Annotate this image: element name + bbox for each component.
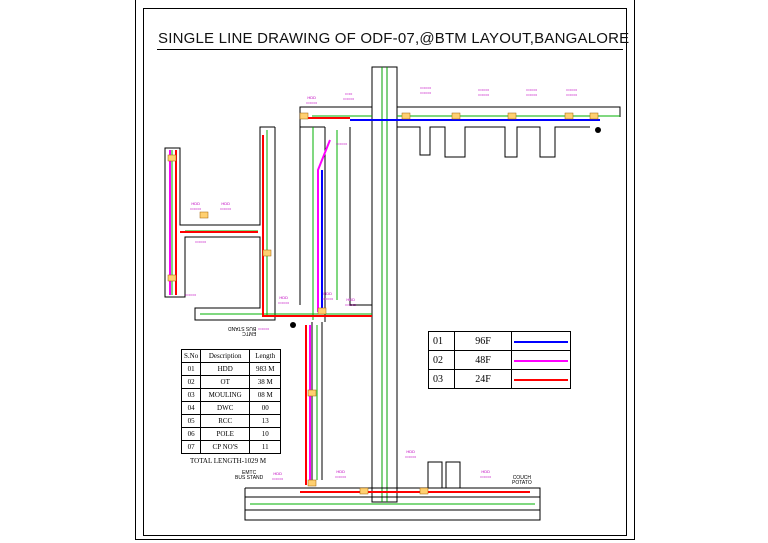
route-tag: HDD▭▭▭: [190, 201, 202, 211]
route-tag: ▭▭▭▭▭▭: [526, 87, 538, 97]
fiber-routes: [169, 117, 600, 493]
legend-capacity: 24F: [454, 369, 512, 389]
cell-length: 10: [249, 427, 282, 441]
legend-row: 03 24F: [428, 369, 571, 389]
cell-sno: 03: [180, 388, 202, 402]
cell-length: 13: [249, 414, 282, 428]
cable-legend: 01 96F 02 48F 03 24F: [428, 331, 571, 389]
legend-swatch: [511, 350, 571, 370]
route-tag: ▭▭▭▭▭: [343, 91, 355, 101]
cell-description: DWC: [200, 401, 251, 415]
cell-description: RCC: [200, 414, 251, 428]
cell-length: 11: [249, 440, 282, 454]
route-tag: HDD▭▭▭: [405, 449, 417, 459]
cell-length: 00: [249, 401, 282, 415]
road-outlines: [164, 66, 621, 521]
route-24f-loop: [262, 135, 372, 317]
route-tag: HDD▭▭▭: [480, 469, 492, 479]
legend-row: 02 48F: [428, 350, 571, 370]
route-tag: HDD▭▭▭: [322, 291, 334, 301]
route-tag: ▭▭▭: [336, 141, 348, 146]
cell-description: CP NO'S: [200, 440, 251, 454]
cell-sno: 04: [180, 401, 202, 415]
cell-description: OT: [200, 375, 251, 389]
exchange-symbols: [290, 127, 601, 328]
route-tag: ▭▭▭: [185, 292, 197, 297]
legend-capacity: 96F: [454, 331, 512, 351]
route-tag: HDD▭▭▭: [220, 201, 232, 211]
route-tag: HDD▭▭▭: [335, 469, 347, 479]
cell-length: 08 M: [249, 388, 282, 402]
route-tag: HDD▭▭▭: [272, 471, 284, 481]
cell-length: 983 M: [249, 362, 282, 376]
route-tag: ▭▭▭: [195, 239, 207, 244]
legend-row: 01 96F: [428, 331, 571, 351]
header-description: Description: [200, 349, 251, 363]
chamber-markers: [167, 112, 599, 495]
title-underline: [157, 49, 623, 50]
route-tag: ▭▭▭▭▭▭: [478, 87, 490, 97]
cell-description: HDD: [200, 362, 251, 376]
header-sno: S.No: [180, 349, 202, 363]
drawing-frame-inner: [143, 8, 627, 536]
cell-sno: 05: [180, 414, 202, 428]
drawing-title: SINGLE LINE DRAWING OF ODF-07,@BTM LAYOU…: [158, 30, 630, 47]
legend-capacity: 48F: [454, 350, 512, 370]
legend-swatch: [511, 331, 571, 351]
legend-no: 02: [428, 350, 455, 370]
route-tag: ▭▭▭: [258, 326, 270, 331]
drawing-frame-outer: [135, 0, 635, 540]
route-48f: [317, 139, 331, 312]
cell-sno: 07: [180, 440, 202, 454]
route-tag: ▭▭▭▭▭▭: [420, 85, 432, 95]
route-tag: HDD▭▭▭: [345, 297, 357, 307]
cell-sno: 06: [180, 427, 202, 441]
cell-sno: 01: [180, 362, 202, 376]
cell-description: MOULING: [200, 388, 251, 402]
cell-length: 38 M: [249, 375, 282, 389]
route-tag: HDD▭▭▭: [278, 295, 290, 305]
header-length: Length: [249, 349, 282, 363]
total-length: TOTAL LENGTH-1029 M: [190, 457, 267, 465]
legend-no: 03: [428, 369, 455, 389]
legend-no: 01: [428, 331, 455, 351]
route-tag: HDD▭▭▭: [306, 95, 318, 105]
cell-sno: 02: [180, 375, 202, 389]
cell-description: POLE: [200, 427, 251, 441]
route-tag: ▭▭▭▭▭▭: [566, 87, 578, 97]
legend-swatch: [511, 369, 571, 389]
